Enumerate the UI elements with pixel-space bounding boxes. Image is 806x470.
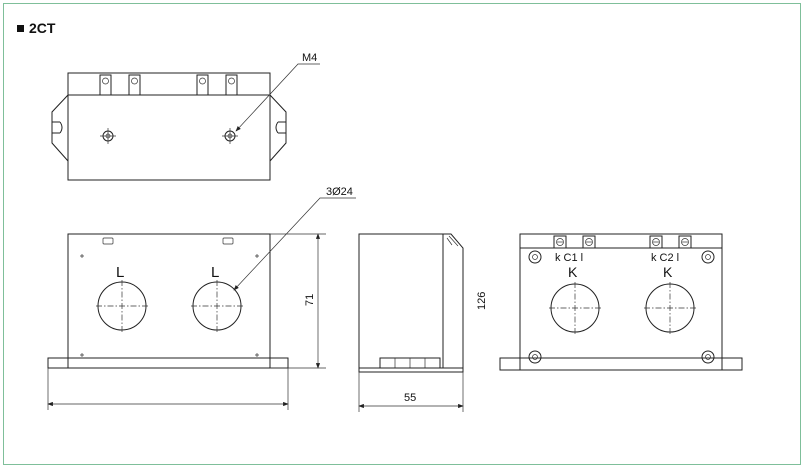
terminal-body [519, 233, 723, 369]
top-left-tab [51, 94, 69, 162]
m4-hole-right [222, 128, 238, 144]
ct2-terminal-label: k C2 l [651, 252, 679, 264]
title-text: 2CT [29, 20, 56, 36]
height-dimension-label: 71 [304, 294, 316, 306]
depth-dimension-label: 55 [404, 392, 416, 404]
top-terminal-blocks [99, 74, 238, 96]
primary-label-left: L [116, 264, 124, 281]
ct2-primary-label: K [663, 264, 673, 280]
primary-label-right: L [211, 264, 219, 281]
front-body [67, 233, 271, 369]
top-view-upper-band [67, 72, 271, 96]
top-view-body [67, 94, 271, 181]
side-body [358, 233, 444, 369]
terminal-screws [553, 235, 692, 249]
m4-hole-left [100, 128, 116, 144]
bullet-square-icon [17, 24, 24, 32]
holes-dimension-label: 3Ø24 [326, 186, 353, 198]
ct1-terminal-label: k C1 l [555, 252, 583, 264]
thread-label: M4 [302, 52, 317, 64]
corner-bolts [528, 250, 715, 364]
drawing-title: 2CT [17, 20, 55, 36]
terminal-view: k C1 l k C2 l K K [499, 233, 743, 371]
side-view: 55 126 [358, 233, 488, 412]
top-right-tab [269, 94, 287, 162]
total-height-dimension-label: 126 [476, 292, 488, 310]
ct1-primary-label: K [568, 264, 578, 280]
top-view: M4 [51, 52, 320, 181]
front-view: L L 3Ø24 71 [47, 186, 356, 410]
